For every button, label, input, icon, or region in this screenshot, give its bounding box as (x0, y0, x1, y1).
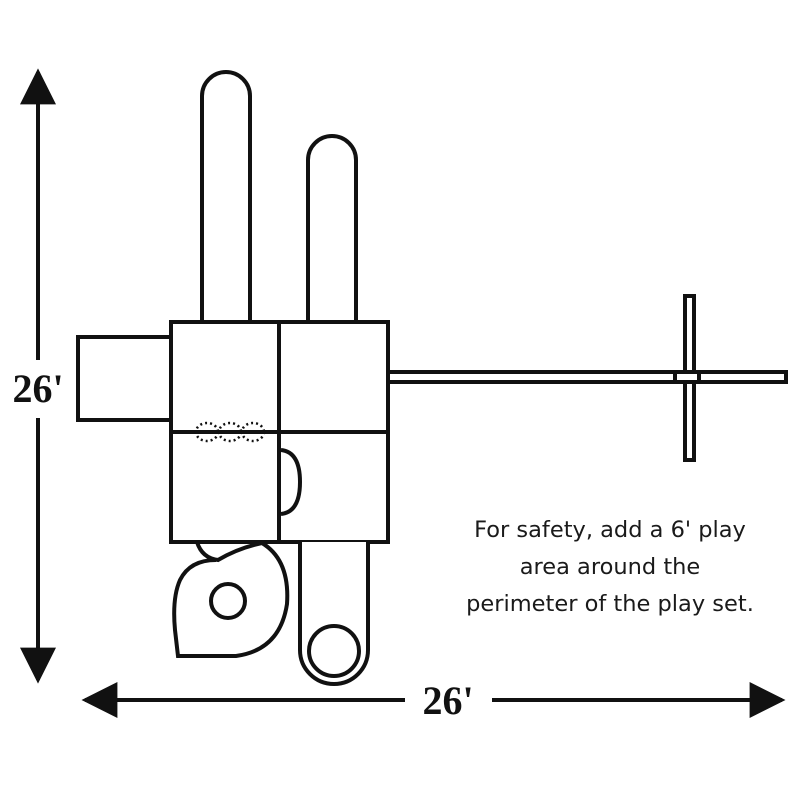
spiral-slide-inner (209, 582, 247, 620)
tall-slide (200, 70, 252, 322)
safety-note: For safety, add a 6' play area around th… (430, 512, 790, 623)
straight-slide-end (307, 624, 361, 678)
safety-note-line-3: perimeter of the play set. (466, 591, 754, 617)
dotted-ring-3 (240, 421, 266, 443)
width-dimension-label: 26' (422, 678, 473, 723)
height-dimension: 26' (12, 68, 64, 684)
safety-note-line-2: area around the (519, 554, 701, 580)
safety-note-line-1: For safety, add a 6' play (474, 517, 746, 543)
main-tower (169, 320, 390, 544)
spiral-slide (172, 540, 290, 658)
straight-slide (298, 542, 370, 686)
half-round-window (280, 448, 303, 516)
short-slide (306, 134, 358, 322)
height-dimension-label: 26' (12, 366, 63, 411)
width-dimension: 26' (81, 678, 786, 723)
swing-beam (386, 370, 788, 384)
a-frame-joint (673, 370, 701, 384)
dotted-rings (194, 421, 266, 443)
side-deck (76, 335, 173, 422)
